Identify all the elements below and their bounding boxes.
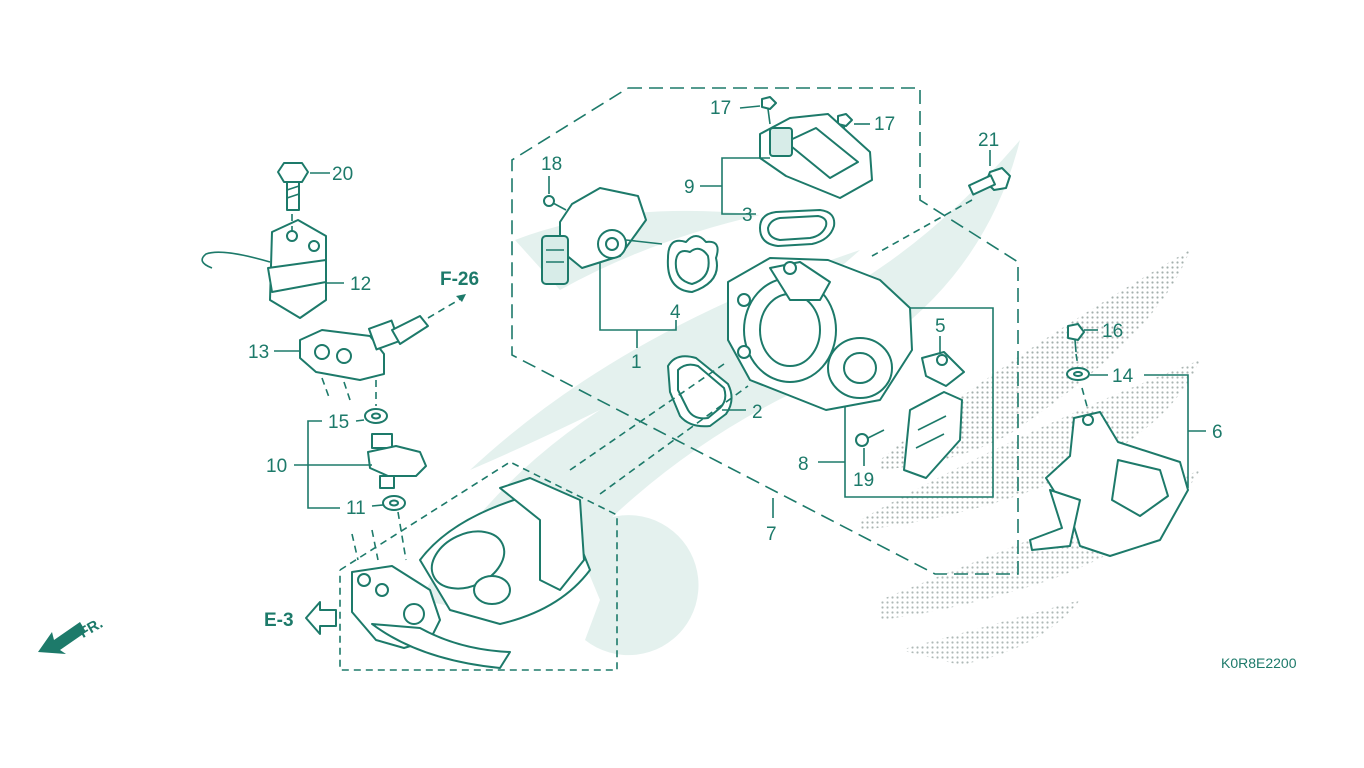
label-14: 14 xyxy=(1112,366,1134,387)
assembly-boundary-7 xyxy=(511,87,1019,575)
screw-17a xyxy=(761,96,777,125)
gasket-3 xyxy=(759,209,836,247)
throttle-body xyxy=(727,257,913,411)
label-7: 7 xyxy=(766,524,777,545)
f26-arrowhead xyxy=(456,294,466,302)
front-arrow-icon xyxy=(38,622,86,654)
bracket-6 xyxy=(1029,411,1189,557)
label-11: 11 xyxy=(346,498,366,519)
label-1: 1 xyxy=(631,352,642,373)
label-17a: 17 xyxy=(710,98,731,119)
reference-f26: F-26 xyxy=(440,269,479,290)
reference-e3: E-3 xyxy=(264,610,294,631)
leader-lines xyxy=(274,105,1206,518)
bracket-12 xyxy=(201,219,327,319)
clip-5 xyxy=(921,351,965,387)
label-9: 9 xyxy=(684,177,695,198)
sensor-9 xyxy=(759,113,873,199)
part-number-labels: 20 12 13 15 10 11 18 4 1 17 17 9 3 21 2 … xyxy=(248,98,1223,545)
label-13: 13 xyxy=(248,342,269,363)
washer-15 xyxy=(364,408,388,424)
assembly-boundary-intake xyxy=(339,461,618,671)
intake-manifold xyxy=(351,477,591,669)
alignment-lines-left xyxy=(291,214,407,561)
bolt-16 xyxy=(1067,323,1085,353)
label-15: 15 xyxy=(328,412,349,433)
bracket-8 xyxy=(903,391,963,479)
label-10: 10 xyxy=(266,456,287,477)
sensor-1 xyxy=(541,187,663,285)
label-16: 16 xyxy=(1102,321,1123,342)
label-4: 4 xyxy=(670,302,681,323)
gasket-4 xyxy=(666,235,719,293)
label-18: 18 xyxy=(541,154,562,175)
label-19: 19 xyxy=(853,470,874,491)
assembly-bracket-8 xyxy=(844,307,994,498)
bolt-21 xyxy=(871,167,1011,257)
bolt-20 xyxy=(277,162,309,211)
washer-14 xyxy=(1066,367,1090,381)
diagram-code: K0R8E2200 xyxy=(1221,655,1297,671)
label-21: 21 xyxy=(978,130,999,151)
label-6: 6 xyxy=(1212,422,1223,443)
label-3: 3 xyxy=(742,205,753,226)
sensor-13 xyxy=(299,315,429,381)
washer-11 xyxy=(382,495,406,511)
screw-18 xyxy=(543,195,567,211)
label-2: 2 xyxy=(752,402,763,423)
label-12: 12 xyxy=(350,274,371,295)
injector-10 xyxy=(367,433,427,489)
e3-arrow xyxy=(305,601,337,635)
label-8: 8 xyxy=(798,454,809,475)
gasket-2 xyxy=(667,355,733,428)
assembly-dashed-connectors xyxy=(569,353,1089,495)
screw-19 xyxy=(855,429,885,447)
label-17b: 17 xyxy=(874,114,895,135)
label-20: 20 xyxy=(332,164,353,185)
label-5: 5 xyxy=(935,316,946,337)
f26-leader xyxy=(427,297,463,319)
front-marker-label: FR. xyxy=(76,615,105,642)
